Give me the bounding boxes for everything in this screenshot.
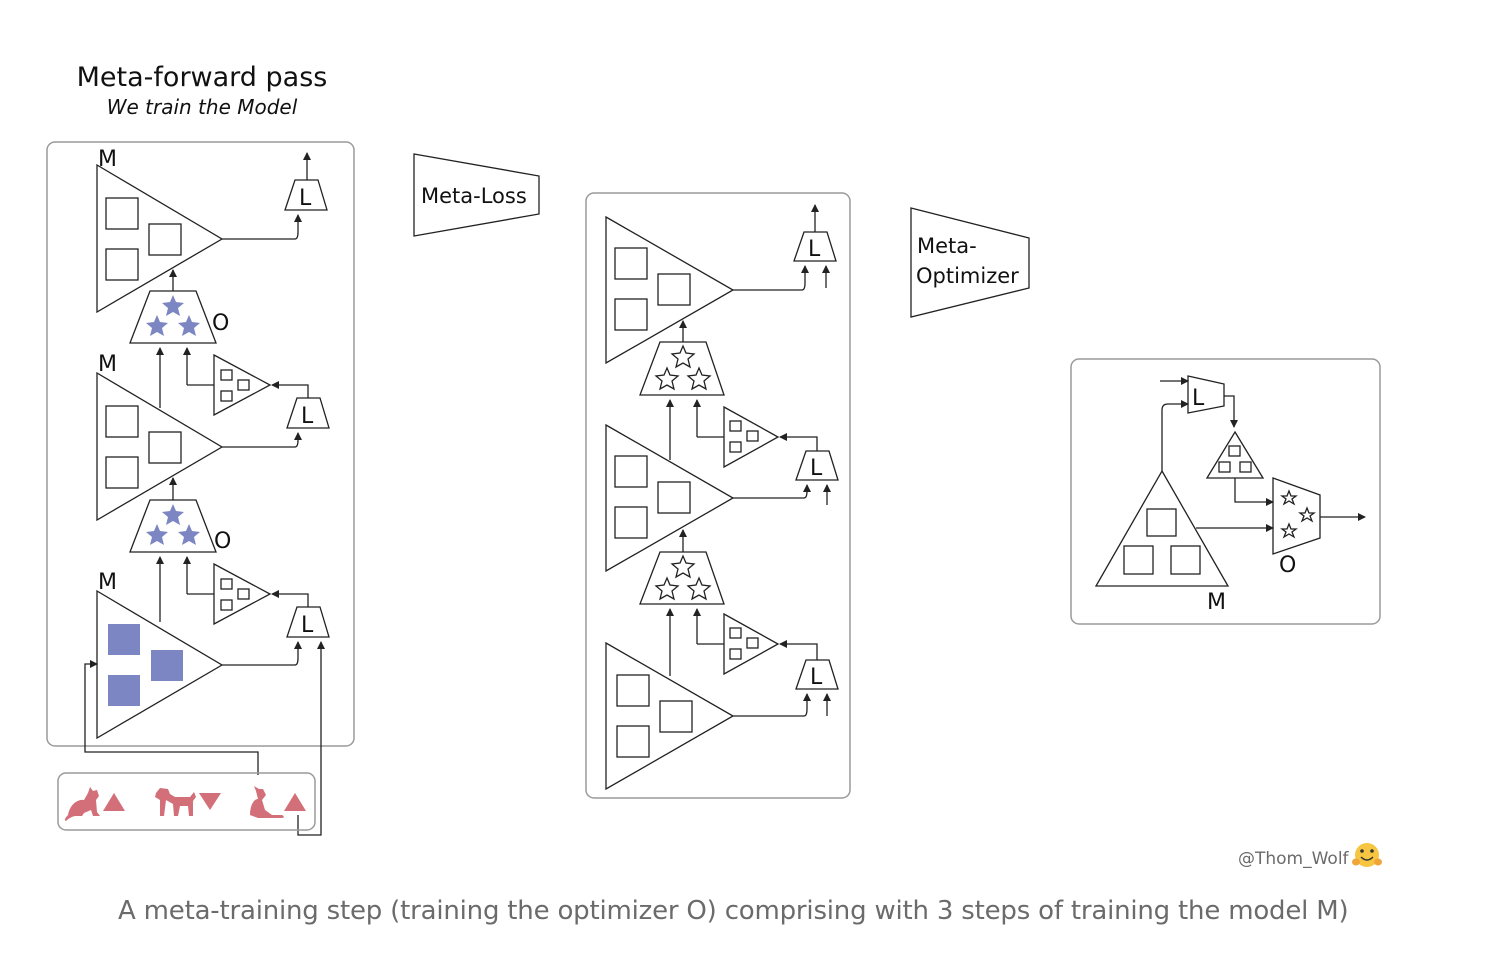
model-triangle-2 [96,371,224,522]
model-label-3: M [98,570,117,595]
data-samples-box [57,772,316,831]
label-down-triangle [199,793,221,810]
meta-optimizer-label-1: Meta- [917,234,977,258]
optimizer-label-2: O [214,529,231,554]
loss-box-2 [286,397,330,429]
loss-box-1 [284,179,328,211]
loss-label-6: L [810,665,823,690]
loss-label-1: L [299,186,312,211]
diagram-subtitle: We train the Model [107,95,298,119]
meta-loss-label: Meta-Loss [421,184,527,208]
loss-label-3: L [301,613,314,638]
model-label-4: M [1207,590,1226,615]
model-label-1: M [98,147,117,172]
cat-icon [64,787,100,821]
dog-icon [155,788,196,816]
panel-unrolled-steps [585,192,851,799]
credit-text: @Thom_Wolf [1238,849,1350,869]
meta-loss-box [413,153,540,237]
label-up-triangle-1 [103,793,125,811]
model-triangle-1 [96,163,224,314]
loss-box-3 [286,606,330,638]
cat-icon-2 [250,786,284,818]
small-model-1 [213,353,272,417]
figure-caption: A meta-training step (training the optim… [118,896,1349,926]
label-up-triangle-2 [284,793,306,811]
meta-optimizer-label-2: Optimizer [916,264,1019,288]
loss-label-7: L [1192,386,1205,411]
loss-label-2: L [301,404,314,429]
optimizer-label-1: O [212,311,229,336]
optimizer-label-3: O [1279,553,1296,578]
small-model-2 [213,562,272,626]
loss-label-5: L [810,456,823,481]
diagram-title: Meta-forward pass [77,62,328,93]
model-label-2: M [98,352,117,377]
meta-optimizer-box [910,207,1030,318]
panel-meta-forward [46,141,355,747]
panel-optimizer-detail [1070,358,1381,625]
hugging-face-icon [1352,843,1382,867]
loss-label-4: L [808,237,821,262]
